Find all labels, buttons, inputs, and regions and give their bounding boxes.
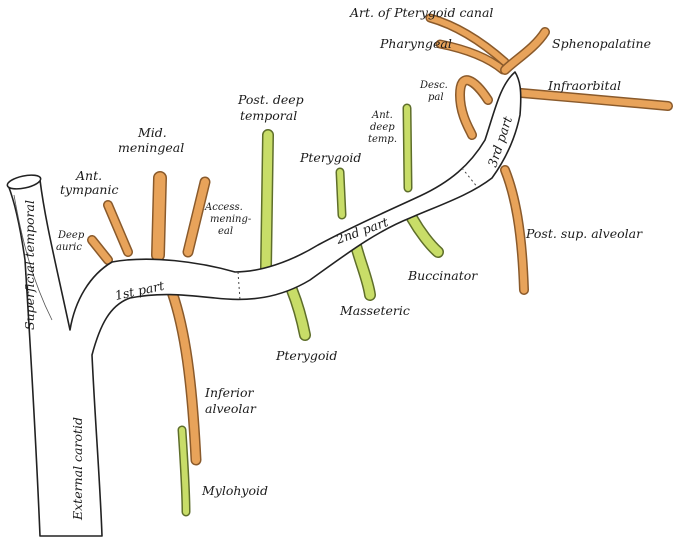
label-sphenopalatine: Sphenopalatine: [552, 36, 651, 51]
label-art-pterygoid-canal: Art. of Pterygoid canal: [349, 5, 493, 20]
label-access-meningeal-3: eal: [218, 226, 233, 237]
label-deep-auric-2: auric: [56, 242, 82, 253]
label-ant-deep-temp-3: temp.: [368, 134, 397, 145]
label-superficial-temporal: Superficial temporal: [22, 200, 37, 330]
label-mid-meningeal-1: Mid.: [137, 125, 167, 140]
label-mid-meningeal-2: meningeal: [118, 140, 184, 155]
label-ant-tympanic-2: tympanic: [60, 182, 118, 197]
orange-branches: [87, 13, 673, 466]
label-post-sup-alveolar: Post. sup. alveolar: [525, 226, 643, 241]
label-inferior-alveolar-2: alveolar: [205, 401, 257, 416]
label-masseteric: Masseteric: [339, 303, 410, 318]
label-post-deep-temporal-2: temporal: [240, 108, 297, 123]
divider-2nd-3rd: [461, 167, 479, 189]
label-ant-deep-temp-2: deep: [370, 122, 395, 133]
label-ant-tympanic-1: Ant.: [75, 168, 102, 183]
label-mylohyoid: Mylohyoid: [201, 483, 268, 498]
label-pharyngeal: Pharyngeal: [379, 36, 452, 51]
label-post-deep-temporal-1: Post. deep: [237, 92, 304, 107]
main-trunk: [6, 71, 522, 537]
artery-trunk-outline: [7, 71, 522, 537]
label-deep-auric: Deep: [57, 230, 85, 241]
label-buccinator: Buccinator: [407, 268, 478, 283]
label-access-meningeal-1: Access.: [204, 202, 243, 213]
green-branches: [177, 103, 444, 517]
label-infraorbital: Infraorbital: [547, 78, 621, 93]
label-desc-pal-1: Desc.: [419, 80, 448, 91]
label-inferior-alveolar-1: Inferior: [204, 385, 255, 400]
label-desc-pal-2: pal: [428, 92, 444, 103]
label-pterygoid-upper: Pterygoid: [299, 150, 361, 165]
superficial-temporal-opening: [6, 174, 42, 190]
label-access-meningeal-2: mening-: [210, 214, 252, 225]
label-external-carotid: External carotid: [70, 417, 85, 521]
label-pterygoid-lower: Pterygoid: [275, 348, 337, 363]
label-ant-deep-temp-1: Ant.: [371, 110, 393, 121]
